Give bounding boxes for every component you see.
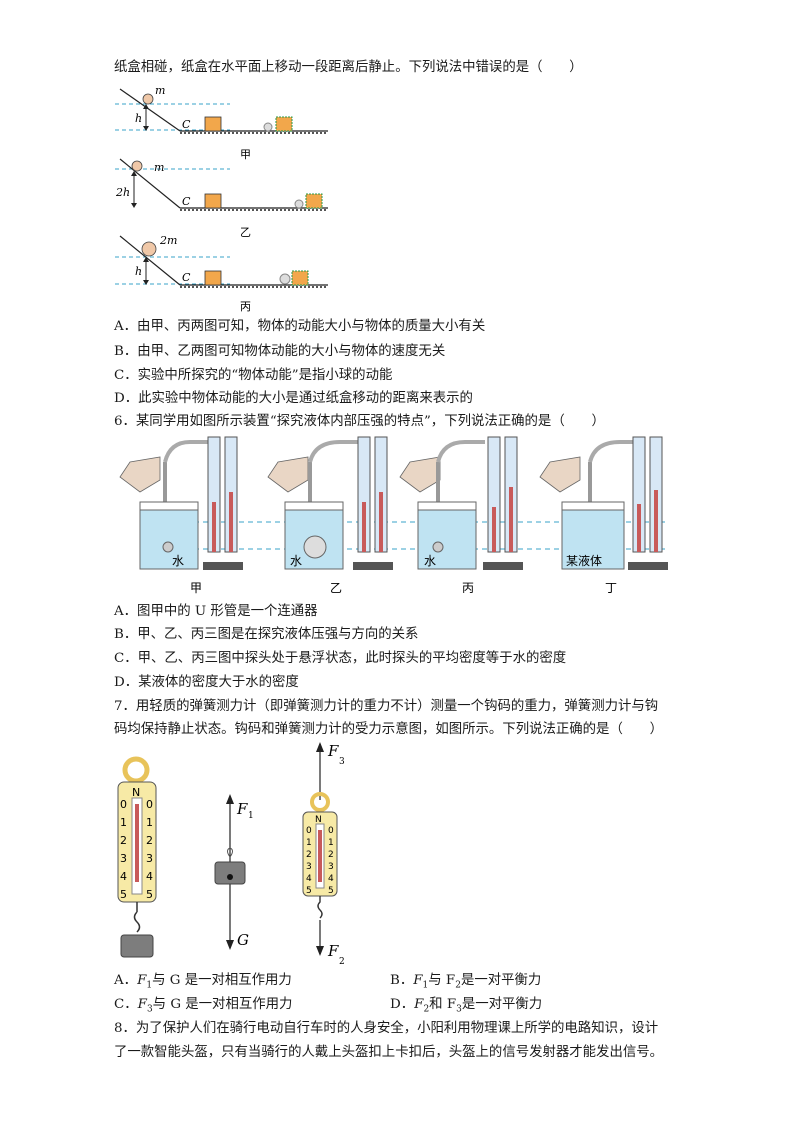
- q6-liquid-jia: 水: [172, 554, 184, 568]
- q7-label-f3-sub: 3: [339, 757, 345, 767]
- q7-label-f2-sub: 2: [339, 957, 345, 967]
- q5-option-a: A．由甲、丙两图可知，物体的动能大小与物体的质量大小有关: [114, 319, 486, 334]
- q7-label-f1-main: F: [236, 800, 248, 818]
- q5-figure: m h C 甲 m 2h C 乙 2m h C 丙: [115, 84, 328, 313]
- q7-option-d: D．F2和 F3是一对平衡力: [390, 997, 543, 1015]
- q7-tick-l5: 5: [120, 888, 127, 901]
- q6-panel-bing: [399, 436, 523, 570]
- q5-label-2h-yi: 2h: [115, 186, 130, 199]
- q7-rtick-r4: 4: [328, 874, 334, 884]
- q7-label-f3-main: F: [327, 742, 339, 760]
- q7-figure: N 0 1 2 3 4 5 0 1 2 3 4 5 F 1 G N 0: [117, 742, 345, 967]
- q7-tick-l3: 3: [120, 852, 127, 865]
- q7-tick-r1: 1: [146, 816, 153, 829]
- q7-option-b: B．F1与 F2是一对平衡力: [390, 973, 542, 991]
- q6-caption-bing: 丙: [462, 581, 474, 595]
- q7-rtick-l1: 1: [306, 838, 312, 848]
- q7-spring-scale-right: [302, 742, 338, 956]
- q8-line2: 了一款智能头盔，只有当骑行的人戴上头盔扣上卡扣后，头盔上的信号发射器才能发出信号…: [114, 1045, 664, 1060]
- q6-panel-ding: [539, 436, 668, 570]
- q7-tick-r3: 3: [146, 852, 153, 865]
- q5-label-c-jia: C: [182, 118, 191, 131]
- q6-caption-jia: 甲: [190, 581, 202, 595]
- q5-label-c-yi: C: [182, 195, 191, 208]
- q6-option-c: C．甲、乙、丙三图中探头处于悬浮状态，此时探头的平均密度等于水的密度: [114, 651, 567, 666]
- q7-rtick-l3: 3: [306, 862, 312, 872]
- q5-label-c-bing: C: [182, 271, 191, 284]
- q5-option-b: B．由甲、乙两图可知物体动能的大小与物体的速度无关: [114, 344, 446, 359]
- q7-tick-l2: 2: [120, 834, 127, 847]
- q7-rtick-r1: 1: [328, 838, 334, 848]
- q6-option-b: B．甲、乙、丙三图是在探究液体压强与方向的关系: [114, 627, 419, 642]
- q5-option-d: D．此实验中物体动能的大小是通过纸盒移动的距离来表示的: [114, 391, 473, 406]
- q7-tick-r0: 0: [146, 798, 153, 811]
- q7-stem-line2: 码均保持静止状态。钩码和弹簧测力计的受力示意图，如图所示。下列说法正确的是（ ）: [114, 722, 664, 737]
- q5-caption-yi: 乙: [240, 226, 251, 239]
- q7-scale-unit: N: [132, 786, 140, 799]
- q7-rtick-l4: 4: [306, 874, 312, 884]
- q7-tick-l4: 4: [120, 870, 127, 883]
- q5-stem-tail: 纸盒相碰，纸盒在水平面上移动一段距离后静止。下列说法中错误的是（ ）: [114, 60, 583, 75]
- q5-label-m-yi: m: [154, 161, 164, 174]
- q7-tick-l0: 0: [120, 798, 127, 811]
- q5-caption-jia: 甲: [240, 148, 251, 161]
- q7-weight-force-diagram: [214, 794, 246, 950]
- q7-label-f2-main: F: [327, 942, 339, 960]
- q6-option-a: A．图甲中的 U 形管是一个连通器: [114, 604, 318, 619]
- q6-stem: 6．某同学用如图所示装置“探究液体内部压强的特点”，下列说法正确的是（ ）: [114, 414, 605, 429]
- q6-liquid-ding: 某液体: [566, 553, 602, 568]
- q7-rtick-r0: 0: [328, 826, 334, 836]
- q7-rtick-r2: 2: [328, 850, 334, 860]
- q7-stem-line1: 7．用轻质的弹簧测力计（即弹簧测力计的重力不计）测量一个钩码的重力，弹簧测力计与…: [114, 699, 659, 714]
- q7-label-g: G: [237, 931, 249, 949]
- q7-rtick-l2: 2: [306, 850, 312, 860]
- q6-figure: 水 甲 水 乙 水 丙: [119, 436, 668, 595]
- q7-rtick-r5: 5: [328, 886, 334, 896]
- q6-panel-yi: [267, 436, 393, 570]
- q5-label-h-bing: h: [135, 265, 142, 278]
- q8-line1: 8．为了保护人们在骑行电动自行车时的人身安全，小阳利用物理课上所学的电路知识，设…: [114, 1021, 659, 1036]
- q7-tick-r4: 4: [146, 870, 153, 883]
- q5-label-m-jia: m: [155, 84, 165, 97]
- q5-panel-yi: [115, 158, 328, 211]
- q5-panel-jia: [115, 88, 328, 134]
- q7-scale-unit-right: N: [315, 815, 322, 825]
- q6-liquid-bing: 水: [424, 554, 436, 568]
- q7-rtick-r3: 3: [328, 862, 334, 872]
- q5-option-c: C．实验中所探究的“物体动能”是指小球的动能: [114, 368, 393, 383]
- q7-spring-scale-left: [117, 756, 157, 958]
- q7-tick-r5: 5: [146, 888, 153, 901]
- q7-tick-r2: 2: [146, 834, 153, 847]
- q7-rtick-l5: 5: [306, 886, 312, 896]
- q6-liquid-yi: 水: [290, 554, 302, 568]
- q6-caption-ding: 丁: [605, 581, 617, 595]
- q5-panel-bing: [115, 235, 328, 288]
- q7-label-f1-sub: 1: [248, 811, 254, 821]
- q7-option-a: A．F1与 G 是一对相互作用力: [114, 973, 292, 991]
- q5-label-2m-bing: 2m: [159, 234, 177, 247]
- q6-panel-jia: [119, 436, 243, 570]
- q6-option-d: D．某液体的密度大于水的密度: [114, 675, 299, 690]
- q7-rtick-l0: 0: [306, 826, 312, 836]
- q5-caption-bing: 丙: [240, 300, 251, 313]
- q7-tick-l1: 1: [120, 816, 127, 829]
- q5-label-h-jia: h: [135, 112, 142, 125]
- q7-option-c: C．F3与 G 是一对相互作用力: [114, 997, 293, 1015]
- q6-caption-yi: 乙: [330, 581, 342, 595]
